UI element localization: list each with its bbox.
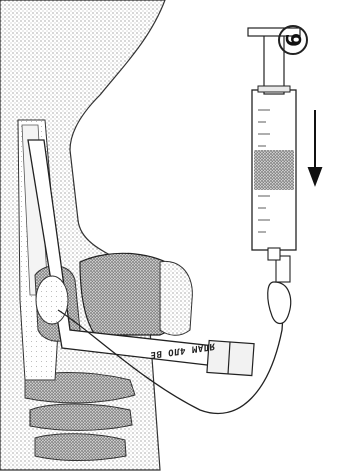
syringe-fluid	[254, 150, 294, 190]
down-arrow-icon	[309, 110, 321, 184]
mandible	[160, 261, 192, 335]
step-number-badge: 9	[278, 25, 308, 55]
syringe-tip	[268, 248, 280, 260]
vertebra-3	[35, 434, 126, 461]
pilot-balloon	[268, 282, 291, 324]
vertebra-2	[30, 404, 132, 430]
plunger-top	[258, 86, 290, 92]
tube-cuff	[36, 276, 68, 324]
